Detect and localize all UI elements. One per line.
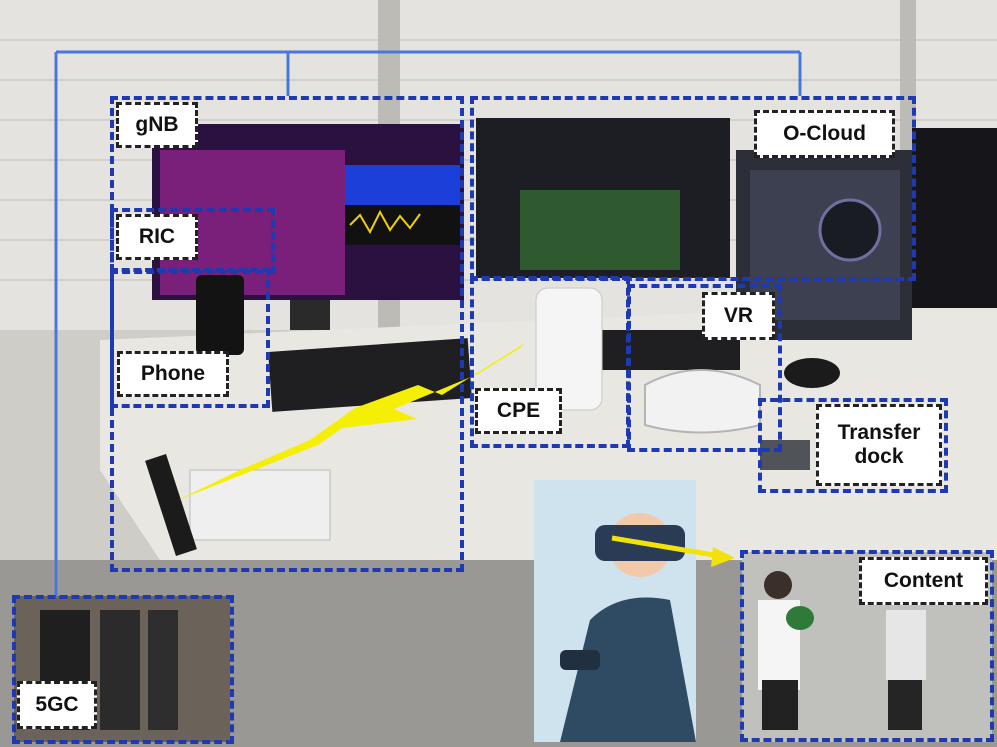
cpe-device — [535, 287, 603, 411]
content-person-1-head — [764, 571, 792, 599]
transfer-label-line2: dock — [854, 445, 904, 468]
rack-2 — [100, 610, 140, 730]
phone-frame — [110, 268, 270, 408]
content-person-2 — [886, 610, 926, 680]
gnb-antenna — [145, 454, 197, 556]
user-controller — [560, 650, 600, 670]
monitor-stand — [290, 300, 330, 330]
pointer-arrow-shaft — [611, 535, 721, 559]
ric-label: RIC — [116, 214, 198, 260]
mouse — [784, 358, 840, 388]
transfer-label-line1: Transfer — [837, 420, 921, 444]
ocloud-label: O-Cloud — [754, 110, 895, 158]
link-lines — [54, 50, 802, 598]
pointer-arrow-icon — [711, 547, 735, 567]
phone-label: Phone — [117, 351, 229, 397]
gnb-label: gNB — [116, 102, 198, 148]
content-person-1-legs — [762, 680, 798, 730]
5gc-label: 5GC — [17, 681, 97, 729]
content-frame — [740, 550, 994, 742]
rack-3 — [148, 610, 178, 730]
far-right-monitor — [912, 128, 997, 308]
5gc-frame — [12, 595, 234, 744]
waveform-trace — [349, 209, 421, 235]
wireless-bolt-icon — [178, 343, 525, 500]
transfer-dock-frame — [758, 398, 948, 493]
transfer-dock-label: Transfer dock — [816, 404, 942, 486]
spectrum-panel — [345, 165, 460, 205]
waveform-panel — [345, 205, 460, 245]
transfer-dock-device — [760, 440, 810, 470]
user-shirt — [560, 597, 696, 742]
ocloud-frame — [470, 96, 916, 281]
gnb-box — [189, 469, 331, 541]
phone-device — [196, 275, 244, 355]
content-person-2-legs — [888, 680, 922, 730]
ric-frame — [110, 208, 275, 274]
vr-frame — [627, 284, 782, 452]
cpe-label: CPE — [475, 388, 562, 434]
server-fan — [818, 198, 882, 262]
content-object — [786, 606, 814, 630]
vr-label: VR — [702, 292, 775, 340]
content-label: Content — [859, 557, 988, 605]
terminal-output — [520, 190, 680, 270]
